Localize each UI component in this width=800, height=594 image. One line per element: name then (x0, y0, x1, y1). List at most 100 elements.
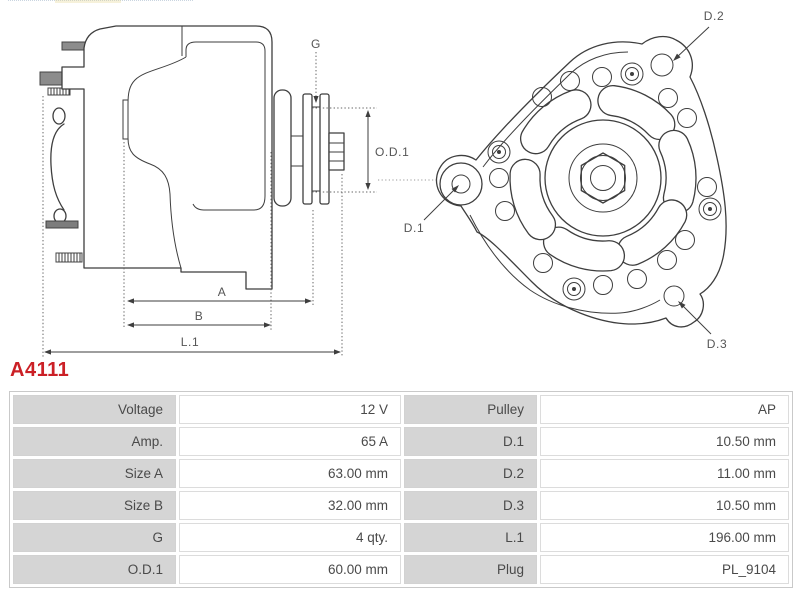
dim-label-g: G (311, 37, 321, 51)
dim-label-d1: D.1 (404, 221, 424, 235)
technical-drawing: G O.D.1 A B L.1 (39, 9, 727, 357)
spec-value-cell: 11.00 mm (540, 459, 789, 488)
shaft-center (590, 165, 616, 191)
od1-arrow-down (365, 183, 371, 190)
rear-bracket-profile (50, 123, 65, 211)
spec-value-cell: 10.50 mm (540, 491, 789, 520)
nut-washer (580, 155, 626, 201)
spec-label-cell: Size A (13, 459, 176, 488)
vent-slots (509, 85, 697, 272)
vent-holes (489, 67, 717, 295)
terminal-block (39, 71, 64, 86)
od1-arrow-up (365, 110, 371, 117)
d2-arrowhead (673, 53, 681, 61)
thread-hatching (50, 88, 70, 95)
spec-table: Voltage 12 V Pulley AP Amp. 65 A D.1 10.… (9, 391, 793, 588)
spec-row-g: G 4 qty. L.1 196.00 mm (13, 523, 789, 552)
d2-leader (675, 26, 710, 59)
threaded-stud-upper (47, 87, 71, 96)
spec-label-cell: L.1 (404, 523, 537, 552)
spec-label-cell: D.2 (404, 459, 537, 488)
mount-hole-d2 (650, 53, 674, 77)
dim-label-a: A (218, 285, 227, 299)
spec-value-cell: 10.50 mm (540, 427, 789, 456)
stud-top (61, 41, 87, 51)
dim-label-d2: D.2 (704, 9, 724, 23)
d1-arrowhead (451, 185, 459, 193)
side-view-drawing (39, 25, 345, 290)
cropped-edge-highlight (55, 0, 121, 3)
threaded-stud-lower (55, 252, 83, 263)
dim-label-d3: D.3 (707, 337, 727, 351)
hub-ring (568, 143, 638, 213)
spec-label-cell: Pulley (404, 395, 537, 424)
thread-hatching (58, 253, 81, 262)
front-view-dimensions: D.2 D.1 D.3 (404, 9, 727, 351)
bearing-boss (273, 89, 292, 207)
rear-tab-upper (52, 107, 66, 125)
vent-slot (520, 89, 592, 155)
d3-leader (681, 304, 712, 335)
d3-arrowhead (678, 301, 686, 309)
spec-value-cell: 12 V (179, 395, 401, 424)
a-arrow-left (127, 298, 134, 304)
spec-value-cell: 60.00 mm (179, 555, 401, 584)
mount-hole-d3 (663, 285, 685, 307)
spec-label-cell: Size B (13, 491, 176, 520)
vent-slot (616, 199, 688, 266)
pulley-flange-rear (319, 93, 330, 205)
spec-row-amp: Amp. 65 A D.1 10.50 mm (13, 427, 789, 456)
alternator-body (61, 25, 273, 290)
spec-value-cell: 4 qty. (179, 523, 401, 552)
shaft (291, 135, 303, 167)
cropped-edge-artifact (8, 0, 193, 3)
inner-contour (127, 56, 187, 269)
g-arrowhead (313, 96, 319, 103)
spec-label-cell: G (13, 523, 176, 552)
spec-row-size-b: Size B 32.00 mm D.3 10.50 mm (13, 491, 789, 520)
l1-arrow-left (44, 349, 51, 355)
spec-value-cell: AP (540, 395, 789, 424)
vent-slot (597, 85, 676, 141)
mount-ear-d1 (439, 162, 483, 206)
inner-edge-bottom (469, 214, 661, 314)
b-arrow-right (264, 322, 271, 328)
a-arrow-right (305, 298, 312, 304)
spec-value-cell: PL_9104 (540, 555, 789, 584)
mount-hole-d1 (451, 174, 471, 194)
spec-row-voltage: Voltage 12 V Pulley AP (13, 395, 789, 424)
spec-row-size-a: Size A 63.00 mm D.2 11.00 mm (13, 459, 789, 488)
b-arrow-left (127, 322, 134, 328)
shaft-end-segments (329, 142, 344, 162)
part-number[interactable]: A4111 (10, 359, 70, 381)
front-view-drawing (435, 35, 727, 328)
dim-label-od1: O.D.1 (375, 145, 409, 159)
l1-arrow-right (334, 349, 341, 355)
spec-label-cell: O.D.1 (13, 555, 176, 584)
spec-row-od1: O.D.1 60.00 mm Plug PL_9104 (13, 555, 789, 584)
d1-leader (423, 189, 455, 221)
pulley-flange-front (302, 93, 313, 205)
dim-label-l1: L.1 (181, 335, 199, 349)
spec-label-cell: Voltage (13, 395, 176, 424)
spec-label-cell: D.3 (404, 491, 537, 520)
inner-window (185, 41, 266, 211)
vent-slot (509, 158, 557, 241)
vent-slot (543, 226, 626, 272)
spec-value-cell: 63.00 mm (179, 459, 401, 488)
spec-value-cell: 65 A (179, 427, 401, 456)
dim-label-b: B (195, 309, 204, 323)
vent-slot (658, 129, 697, 214)
mount-tab (122, 99, 128, 140)
pulley-hub (312, 106, 320, 192)
shaft-nut-hex (580, 152, 626, 204)
spec-value-cell: 32.00 mm (179, 491, 401, 520)
spec-value-cell: 196.00 mm (540, 523, 789, 552)
inner-edge-top (482, 51, 629, 168)
spec-label-cell: Amp. (13, 427, 176, 456)
side-view-dimensions: G O.D.1 A B L.1 (42, 37, 443, 357)
spec-label-cell: Plug (404, 555, 537, 584)
spec-label-cell: D.1 (404, 427, 537, 456)
foot-pad (45, 220, 79, 229)
